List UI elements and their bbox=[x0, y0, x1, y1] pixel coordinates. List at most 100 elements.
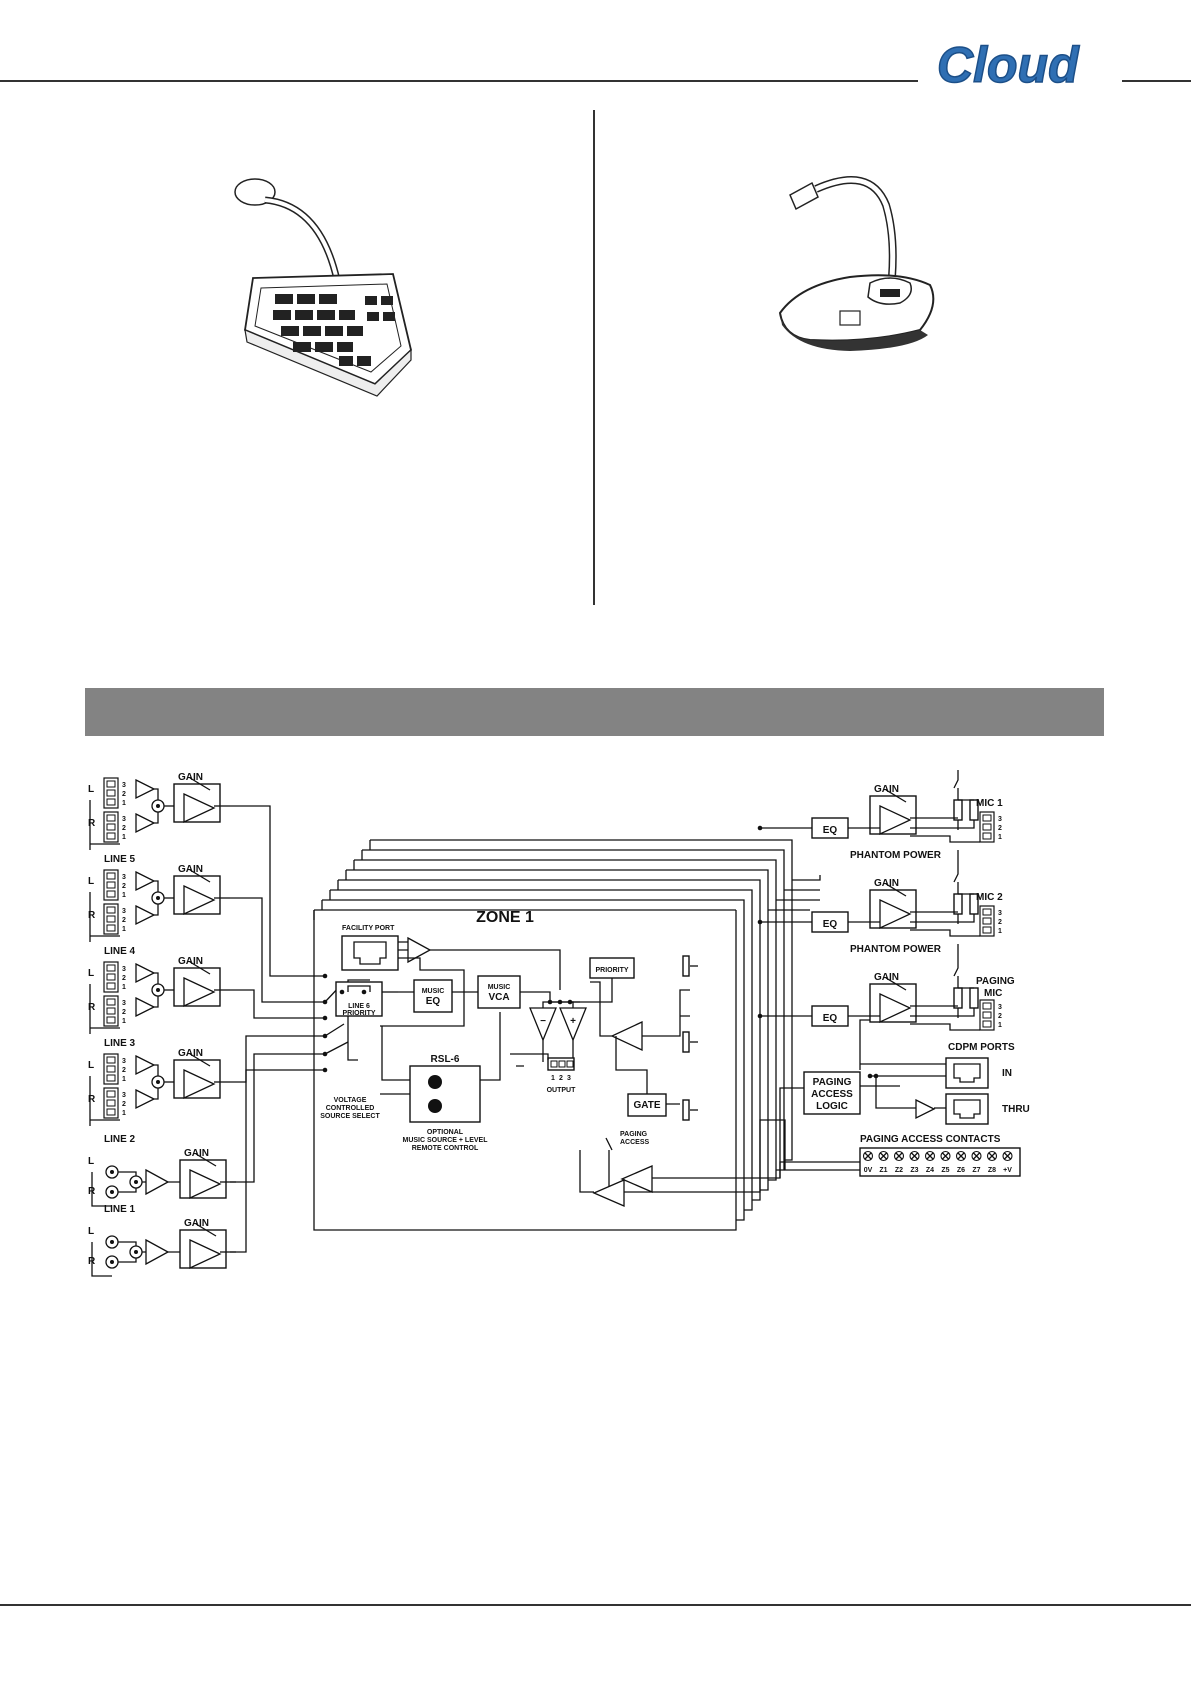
cdpm-in-port bbox=[945, 1057, 989, 1089]
input-route-0 bbox=[230, 805, 325, 977]
line-5-gain-label: GAIN bbox=[178, 864, 203, 875]
mic-3-phantom-resistor-1 bbox=[953, 987, 963, 1009]
line-5-r-label: R bbox=[88, 910, 96, 921]
junction-dot bbox=[322, 973, 328, 979]
output-pin-label-1: 1 bbox=[551, 1075, 555, 1082]
junction-dot bbox=[757, 825, 763, 831]
line6-priority-box bbox=[335, 981, 383, 1017]
mic-2-gain-label: GAIN bbox=[874, 878, 899, 889]
cdpm-thru-label: THRU bbox=[1002, 1104, 1030, 1115]
wire bbox=[880, 1152, 887, 1160]
paging-keypad-microphone-image bbox=[234, 178, 412, 397]
svg-text:3: 3 bbox=[122, 1058, 126, 1065]
block-diagram: LINE 6LR321321GAINLINE 5LR321321GAINLINE… bbox=[88, 770, 1030, 1277]
contacts-title: PAGING ACCESS CONTACTS bbox=[860, 1134, 1001, 1145]
paging-path-wires bbox=[579, 1087, 970, 1193]
line-4-l-connector: 321 bbox=[103, 961, 126, 993]
junction-dot bbox=[757, 919, 763, 925]
output-pin bbox=[558, 1060, 566, 1068]
junction-dot bbox=[361, 989, 367, 995]
mic-1-gain-amp bbox=[879, 804, 912, 836]
line-6-r-label: R bbox=[88, 818, 96, 829]
paging-microphone-image bbox=[778, 176, 935, 351]
column-divider bbox=[593, 110, 595, 605]
svg-text:2: 2 bbox=[122, 1067, 126, 1074]
input-route-4 bbox=[230, 1053, 325, 1183]
priority-switch bbox=[347, 985, 371, 992]
svg-text:2: 2 bbox=[122, 917, 126, 924]
junction-dot bbox=[322, 1067, 328, 1073]
line-4-gain-amp bbox=[183, 976, 216, 1008]
svg-text:2: 2 bbox=[122, 825, 126, 832]
pal-label-3: LOGIC bbox=[816, 1101, 848, 1112]
plus-label: + bbox=[570, 1016, 576, 1027]
svg-text:3: 3 bbox=[122, 782, 126, 789]
line-1-l-jack-center bbox=[110, 1240, 114, 1244]
gate-label: GATE bbox=[633, 1100, 660, 1111]
svg-text:1: 1 bbox=[998, 834, 1002, 841]
contact-z4: Z4 bbox=[926, 1167, 934, 1174]
mic-1-connector: 321 bbox=[979, 811, 1002, 843]
line-2-l-jack-center bbox=[110, 1170, 114, 1174]
line-5-l-buffer bbox=[135, 870, 156, 892]
line-4-l-label: L bbox=[88, 968, 94, 979]
svg-text:1: 1 bbox=[122, 834, 126, 841]
mic-3-eq-label: EQ bbox=[823, 1013, 838, 1024]
mic-1-phantom-switch bbox=[953, 770, 959, 800]
minus-label: − bbox=[540, 1016, 546, 1027]
svg-text:3: 3 bbox=[122, 1000, 126, 1007]
cdpm-in-label: IN bbox=[1002, 1068, 1012, 1079]
line-1-l-label: L bbox=[88, 1226, 94, 1237]
line-4-l-buffer bbox=[135, 962, 156, 984]
paging-logic-amp-2 bbox=[592, 1179, 625, 1207]
line-3-gain-label: GAIN bbox=[178, 1048, 203, 1059]
line-5-gain-amp bbox=[183, 884, 216, 916]
mic-3-phantom-label: PHANTOM POWER bbox=[850, 944, 942, 955]
wire bbox=[91, 1242, 112, 1277]
junction-dot bbox=[757, 1013, 763, 1019]
wire bbox=[864, 1152, 872, 1160]
wire bbox=[895, 1152, 903, 1160]
pal-label-2: ACCESS bbox=[811, 1089, 853, 1100]
svg-text:1: 1 bbox=[122, 926, 126, 933]
wire bbox=[848, 817, 980, 843]
facility-port-socket bbox=[353, 941, 387, 965]
line-6-label: LINE 6 bbox=[104, 770, 136, 773]
junction-dot bbox=[567, 999, 573, 1005]
music-eq-label-1: MUSIC bbox=[422, 988, 445, 995]
line-4-sum-node-center bbox=[156, 988, 160, 992]
junction-dot bbox=[339, 989, 345, 995]
contact-z1: Z1 bbox=[879, 1167, 887, 1174]
line-5-label: LINE 5 bbox=[104, 854, 136, 865]
svg-text:2: 2 bbox=[998, 825, 1002, 832]
mic-1-gain-label: GAIN bbox=[874, 784, 899, 795]
svg-text:2: 2 bbox=[998, 919, 1002, 926]
rsl6-wires bbox=[380, 1012, 501, 1095]
line-2-gain-amp bbox=[189, 1168, 222, 1200]
level-trim-0 bbox=[682, 955, 690, 977]
line-6-gain-amp bbox=[183, 792, 216, 824]
wire bbox=[988, 1152, 996, 1160]
input-route-5 bbox=[230, 1069, 325, 1253]
mic-1-gain-arrow bbox=[885, 789, 907, 803]
logo-text: Cloud bbox=[937, 38, 1080, 88]
footer-rule bbox=[0, 1604, 1191, 1606]
svg-text:2: 2 bbox=[998, 1013, 1002, 1020]
gate-wires bbox=[615, 1036, 680, 1105]
line-4-gain-arrow bbox=[189, 961, 211, 975]
contact-z5: Z5 bbox=[941, 1167, 949, 1174]
header-rule-right bbox=[1122, 80, 1191, 82]
line-2-gain-label: GAIN bbox=[184, 1148, 209, 1159]
input-route-1 bbox=[230, 897, 325, 1003]
wire bbox=[848, 1005, 980, 1031]
level-trim-2 bbox=[682, 1099, 690, 1121]
mic-3-gain-amp bbox=[879, 992, 912, 1024]
line-4-gain-label: GAIN bbox=[178, 956, 203, 967]
svg-text:3: 3 bbox=[122, 816, 126, 823]
paging-access-switch bbox=[605, 1137, 613, 1190]
output-label: OUTPUT bbox=[547, 1087, 577, 1094]
line-5-r-connector: 321 bbox=[103, 903, 126, 935]
wire bbox=[89, 892, 120, 942]
vcss-label-2: CONTROLLED bbox=[326, 1105, 375, 1112]
line-6-gain-arrow bbox=[189, 777, 211, 791]
